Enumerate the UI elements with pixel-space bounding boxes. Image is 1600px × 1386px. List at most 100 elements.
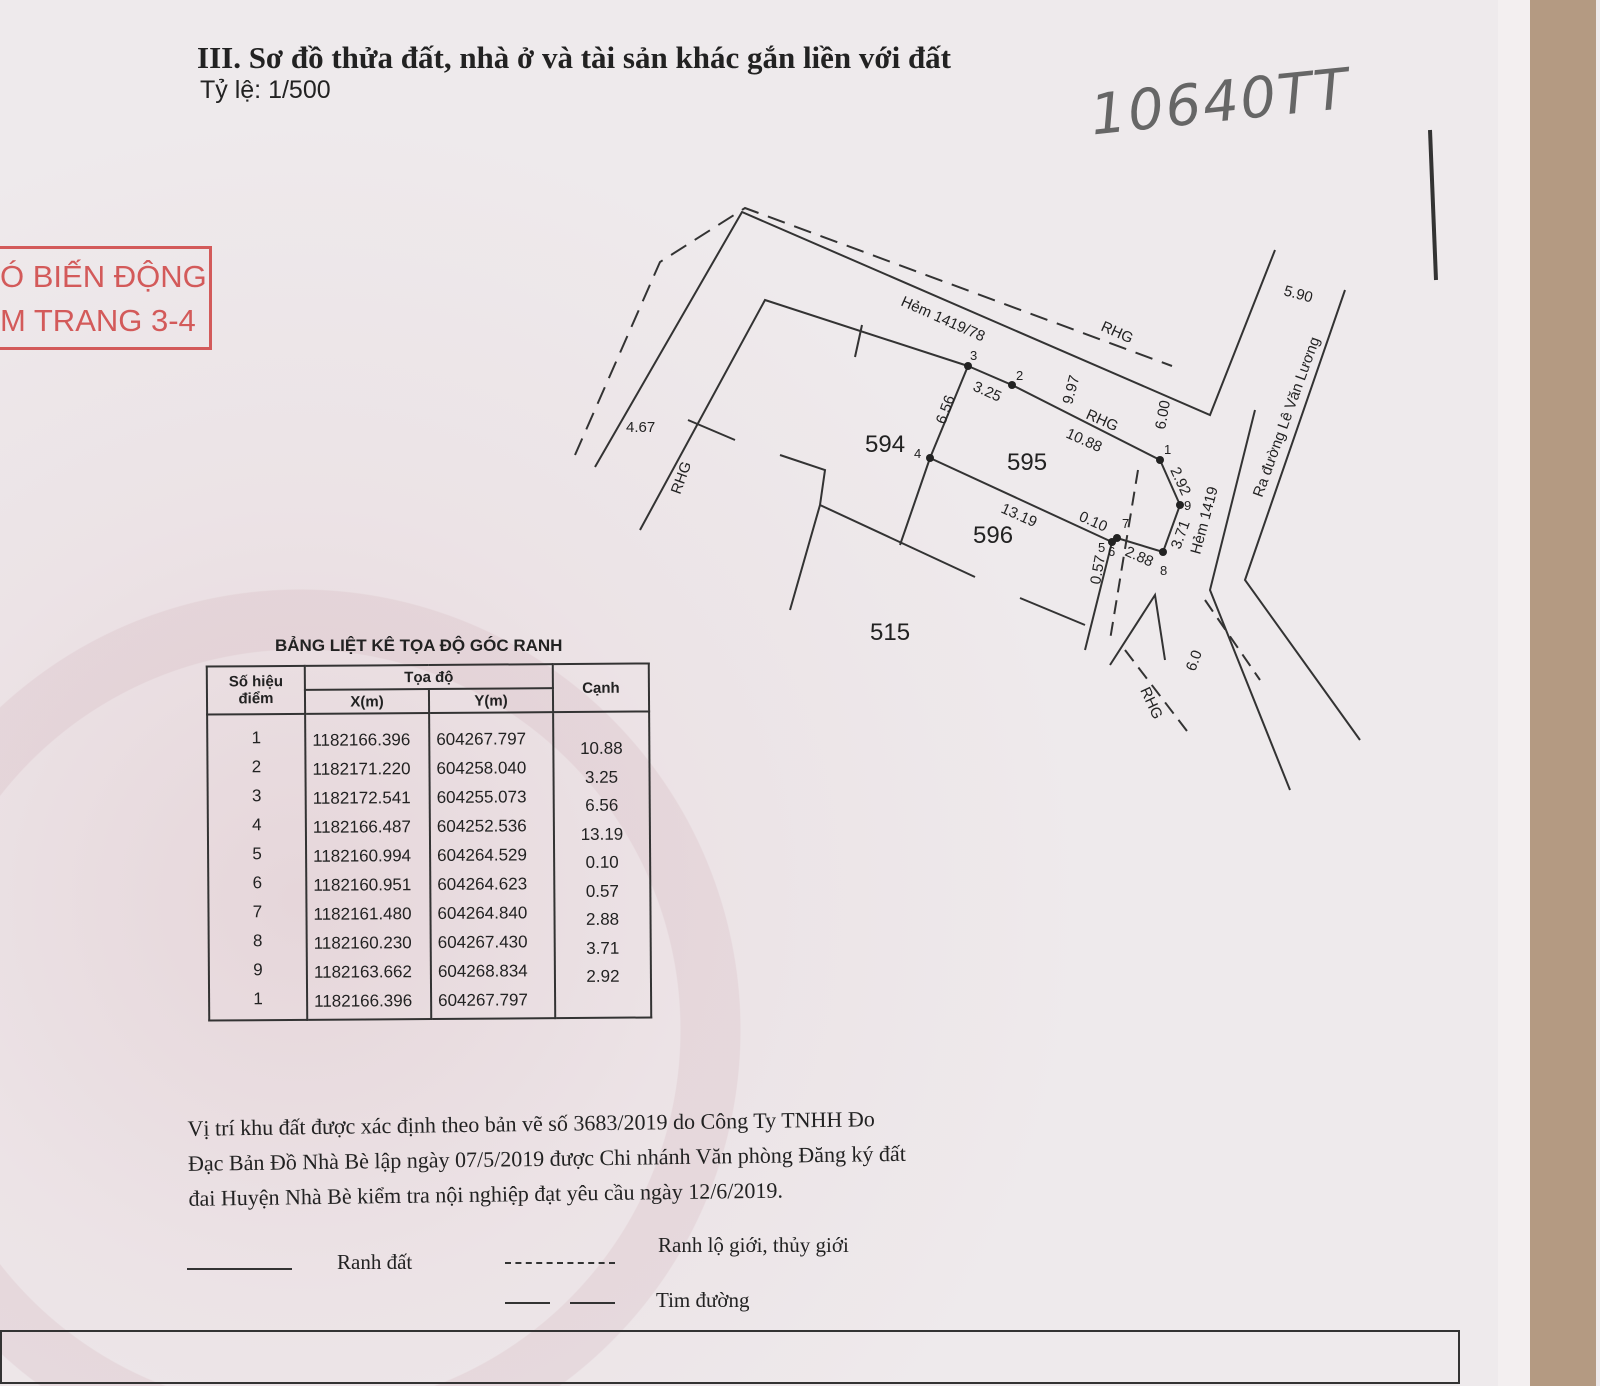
cell-x: 1182160.230 [313, 933, 412, 953]
point-9 [1176, 501, 1184, 509]
point-8 [1159, 548, 1167, 556]
boundary-line [779, 454, 827, 611]
point-label: 3 [970, 348, 977, 363]
point-label: 1 [1164, 442, 1171, 457]
rhg-label: RHG [668, 459, 695, 496]
cell-edge: 13.19 [580, 824, 624, 844]
table-title: BẢNG LIỆT KÊ TỌA ĐỘ GÓC RANH [275, 636, 563, 655]
legend-dashed-line [505, 1262, 615, 1264]
scale-label: Tỷ lệ: 1/500 [200, 76, 331, 104]
cell-edge: 0.10 [585, 852, 619, 872]
cell-point: 2 [251, 757, 262, 777]
cell-y: 604267.797 [438, 990, 528, 1010]
cell-edge: 3.25 [584, 767, 619, 787]
corner-points [926, 362, 1184, 556]
header-coords: Tọa độ [304, 664, 553, 690]
cell-point: 7 [252, 902, 263, 922]
cell-x: 1182166.396 [314, 991, 413, 1011]
edge-label: 0.10 [1076, 508, 1110, 535]
header-point: Số hiệu điểm [206, 665, 306, 715]
header-edge: Cạnh [552, 663, 650, 713]
cell-y: 604252.536 [436, 816, 527, 836]
cell-point: 1 [253, 989, 263, 1009]
road-label-hem-78: Hẻm 1419/78 [898, 293, 987, 345]
stamp-line-2: M TRANG 3-4 [0, 303, 196, 338]
edge-label: 2.88 [1122, 543, 1156, 570]
cell-edge: 2.92 [586, 966, 620, 986]
paper-edge [1498, 0, 1530, 1386]
lane-bottom [1109, 592, 1166, 666]
lane-right-edge [1208, 409, 1291, 791]
edge-label: 6.56 [933, 393, 959, 426]
cell-edge: 2.88 [585, 909, 620, 929]
point-2 [1008, 381, 1016, 389]
parcel-596-label: 596 [973, 522, 1013, 549]
width-label: 6.00 [1152, 399, 1174, 431]
boundary-line [1084, 541, 1113, 651]
cell-x: 1182172.541 [312, 788, 411, 808]
cell-x: 1182166.487 [312, 817, 411, 837]
lane-right-edge [1243, 289, 1361, 741]
boundary-line [899, 457, 931, 546]
lane-bottom-dashed [1124, 649, 1191, 736]
legend-ranh-lo-gioi: Ranh lộ giới, thủy giới [658, 1233, 849, 1257]
cell-point: 3 [251, 786, 262, 806]
legend-dashdot-line [570, 1302, 615, 1304]
cell-point: 1 [251, 728, 262, 748]
cell-y: 604267.797 [436, 729, 527, 749]
point-1 [1156, 456, 1164, 464]
parcel-595-label: 595 [1007, 449, 1047, 476]
width-label: 9.97 [1059, 373, 1083, 406]
legend-tim-duong: Tim đường [656, 1288, 750, 1312]
boundary-line [854, 324, 863, 358]
boundary-line [1019, 597, 1086, 626]
point-label: 6 [1108, 544, 1115, 559]
cell-edge: 6.56 [585, 795, 619, 815]
cell-x: 1182160.951 [313, 875, 412, 895]
cell-edge: 10.88 [580, 738, 623, 758]
point-label: 2 [1016, 368, 1023, 383]
cell-x: 1182171.220 [312, 759, 411, 779]
header-x: X(m) [304, 688, 430, 714]
coordinate-table: Số hiệu điểm Tọa độ Cạnh X(m) Y(m) 1 2 3… [206, 662, 652, 1021]
section-title: III. Sơ đồ thửa đất, nhà ở và tài sản kh… [197, 40, 952, 75]
lane-center [1109, 469, 1139, 641]
cell-y: 604264.623 [437, 874, 528, 894]
location-description: Vị trí khu đất được xác định theo bản vẽ… [187, 1099, 1028, 1216]
point-label: 9 [1184, 498, 1191, 513]
parcel-595-boundary [928, 364, 1182, 554]
cell-point: 9 [253, 960, 263, 980]
boundary-line [819, 504, 976, 578]
width-label: 5.90 [1282, 282, 1315, 306]
cell-y: 604264.529 [437, 845, 527, 865]
cell-x: 1182161.480 [313, 904, 412, 924]
legend-ranh-dat: Ranh đất [337, 1250, 413, 1274]
rhg-label: RHG [1136, 685, 1165, 722]
width-label: 6.0 [1183, 648, 1206, 673]
background-cardboard [1530, 0, 1596, 1386]
cell-y: 604267.430 [437, 932, 528, 952]
cell-point: 6 [252, 873, 263, 893]
point-7 [1113, 534, 1121, 542]
road-boundary-dashed [574, 206, 1173, 456]
road-edge-inner [639, 298, 969, 531]
parcel-515-label: 515 [870, 619, 910, 646]
edge-label: 3.25 [970, 378, 1004, 405]
cell-point: 4 [252, 815, 262, 835]
cell-y: 604264.840 [437, 903, 528, 923]
cell-point: 8 [252, 931, 263, 951]
cell-point: 5 [252, 844, 262, 864]
next-section-frame [0, 1330, 1460, 1384]
point-label: 5 [1098, 540, 1105, 555]
stamp-line-1: Ó BIẾN ĐỘNG [0, 259, 207, 294]
cell-x: 1182166.396 [312, 730, 411, 750]
cell-edge: 0.57 [585, 881, 619, 901]
point-label: 4 [914, 446, 921, 461]
road-label-hem-1419: Hẻm 1419 [1187, 485, 1221, 556]
road-label-le-van-luong: Ra đường Lê Văn Lương [1250, 335, 1324, 500]
point-4 [926, 454, 934, 462]
edge-label: 0.57 [1087, 554, 1109, 586]
parcel-map: 594 595 596 515 1 2 3 4 5 6 7 8 9 10.88 … [574, 129, 1438, 791]
parcel-594-label: 594 [865, 431, 905, 458]
lane-bottom-dashed [1204, 599, 1261, 681]
